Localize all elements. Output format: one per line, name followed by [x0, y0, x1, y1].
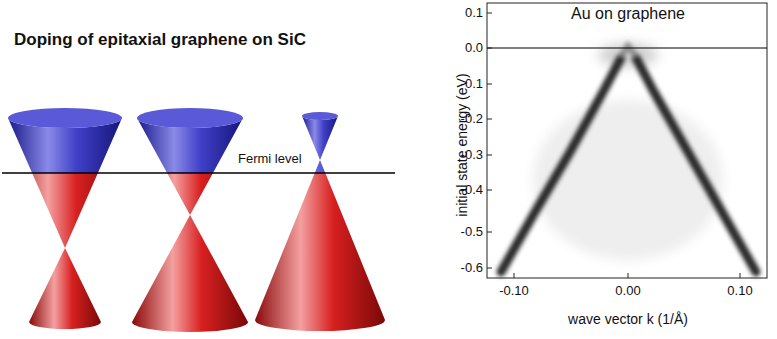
tick-label: 0.00 — [615, 284, 640, 299]
diagram-title: Doping of epitaxial graphene on SiC — [14, 30, 306, 50]
tick-label: -0.5 — [461, 225, 483, 240]
plot-title: Au on graphene — [571, 5, 685, 23]
dirac-cone — [8, 108, 122, 329]
axis-title: wave vector k (1/Å) — [568, 311, 688, 327]
tick-label: 0.0 — [465, 41, 483, 56]
tick-label: -0.6 — [461, 261, 483, 276]
axis-title: initial state energy (eV) — [454, 73, 470, 216]
fermi-line — [2, 172, 395, 174]
arpes-plot — [487, 3, 767, 278]
tick-label: 0.10 — [727, 284, 752, 299]
dirac-cone — [255, 112, 385, 331]
level-label: Fermi level — [238, 152, 302, 167]
dirac-cone — [132, 108, 248, 332]
tick-label: -0.10 — [499, 284, 529, 299]
tick-label: 0.1 — [465, 6, 483, 21]
